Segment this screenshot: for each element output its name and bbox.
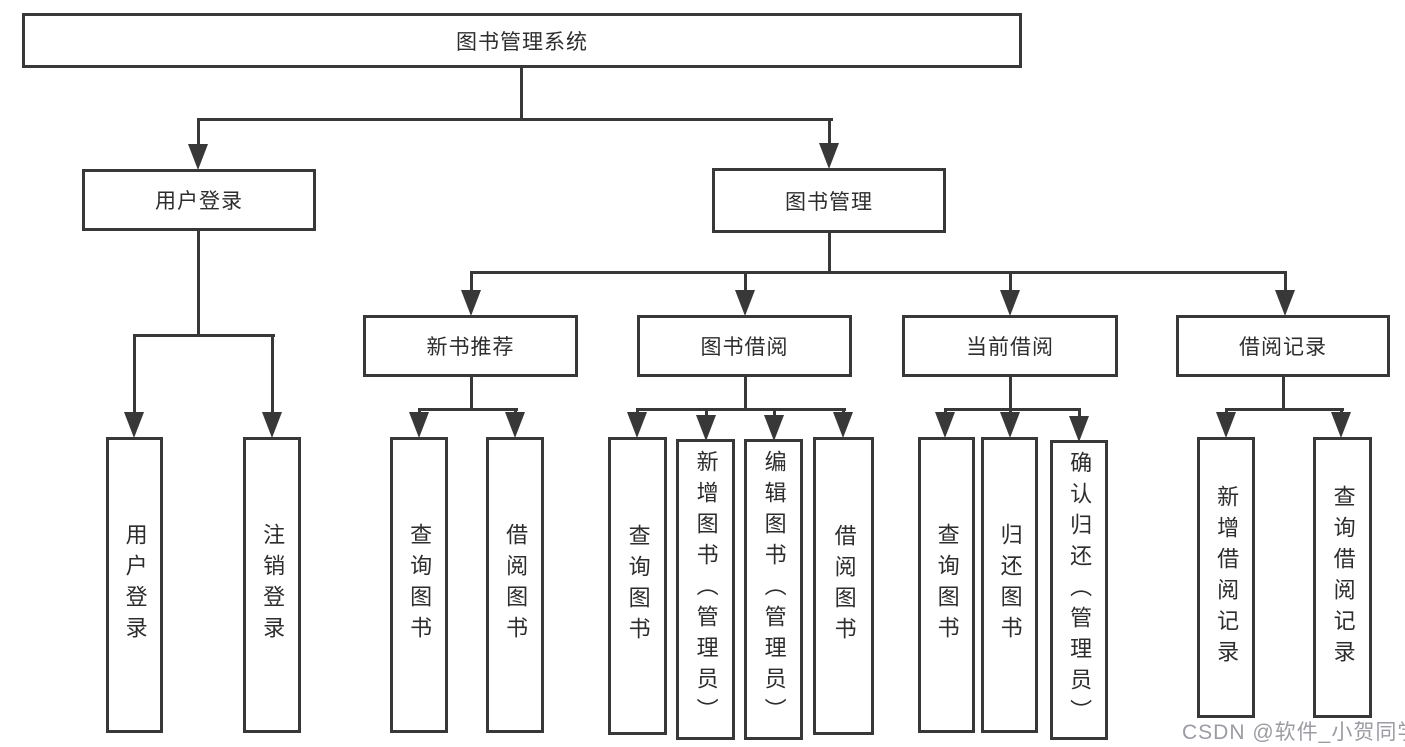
connector-arrowhead [1069,416,1089,442]
node-label: 当前借阅 [966,336,1054,359]
node-user-login: 用户登录 [82,169,316,231]
connector-line [470,375,473,411]
leaf-logout-login: 注销登录 [243,437,301,733]
connector-arrowhead [1275,290,1295,316]
connector-line [1225,408,1344,411]
node-label: 图书管理系统 [456,30,588,54]
node-library-system: 图书管理系统 [22,13,1022,68]
connector-line [1282,375,1285,411]
connector-line [197,118,200,150]
leaf-user-login: 用户登录 [106,437,163,733]
connector-line [133,334,136,414]
connector-line [271,334,274,414]
node-label: 查询借阅记录 [1330,484,1356,671]
leaf-return-books: 归还图书 [981,437,1038,733]
node-label: 新增图书（管理员） [693,450,719,729]
leaf-edit-books-admin: 编辑图书（管理员） [744,439,803,740]
node-label: 图书管理 [785,190,873,214]
connector-arrowhead [1000,412,1020,438]
node-label: 用户登录 [155,190,243,213]
node-label: 借阅图书 [831,524,857,648]
node-label: 借阅记录 [1239,336,1327,359]
node-label: 查询图书 [407,523,433,647]
connector-arrowhead [505,412,525,438]
node-label: 查询图书 [625,524,651,648]
connector-line [1078,408,1081,421]
node-label: 图书借阅 [700,336,789,359]
connector-arrowhead [935,412,955,438]
connector-line [1009,375,1012,411]
node-label: 用户登录 [122,523,148,647]
connector-arrowhead [188,144,208,170]
connector-line [1284,271,1287,293]
watermark: CSDN @软件_小贺同学 [1182,721,1405,744]
connector-line [520,68,523,120]
leaf-add-books-admin: 新增图书（管理员） [676,439,735,740]
leaf-borrow-books-recommend: 借阅图书 [486,437,544,733]
connector-arrowhead [833,412,853,438]
connector-line [944,408,1081,411]
node-borrowing-records: 借阅记录 [1176,315,1390,377]
connector-arrowhead [124,412,144,438]
connector-line [744,271,747,293]
connector-line [705,408,708,420]
connector-arrowhead [735,290,755,316]
leaf-query-books-borrowing: 查询图书 [608,437,667,735]
connector-line [133,334,275,337]
connector-arrowhead [461,290,481,316]
connector-line [470,271,1287,274]
connector-line [418,408,518,411]
leaf-add-borrow-record: 新增借阅记录 [1197,437,1255,718]
node-label: 归还图书 [997,523,1023,647]
connector-arrowhead [1000,290,1020,316]
connector-line [197,229,200,336]
node-label: 确认归还（管理员） [1067,450,1093,730]
node-label: 编辑图书（管理员） [761,450,787,729]
node-label: 新书推荐 [426,336,515,359]
node-current-borrowing: 当前借阅 [902,315,1118,377]
connector-arrowhead [819,143,839,169]
connector-arrowhead [1331,412,1351,438]
node-label: 借阅图书 [503,523,529,647]
leaf-query-borrow-record: 查询借阅记录 [1313,437,1372,718]
connector-arrowhead [764,415,784,441]
connector-line [773,408,776,420]
connector-arrowhead [696,415,716,441]
node-new-book-recommend: 新书推荐 [363,315,578,377]
connector-line [636,408,846,411]
node-book-borrowing: 图书借阅 [637,315,852,377]
leaf-query-books-current: 查询图书 [918,437,975,733]
node-book-management: 图书管理 [712,168,946,233]
connector-line [1009,271,1012,293]
node-label: 新增借阅记录 [1214,484,1240,671]
node-label: 注销登录 [260,523,286,647]
leaf-confirm-return-admin: 确认归还（管理员） [1050,440,1108,740]
connector-arrowhead [262,412,282,438]
connector-arrowhead [627,412,647,438]
leaf-borrow-books-borrowing: 借阅图书 [813,437,874,735]
connector-line [470,271,473,293]
connector-line [828,118,831,149]
connector-line [828,231,831,274]
connector-line [744,375,747,411]
connector-arrowhead [1216,412,1236,438]
node-label: 查询图书 [934,523,960,647]
connector-line [197,118,833,121]
leaf-query-books-recommend: 查询图书 [390,437,448,733]
connector-arrowhead [409,412,429,438]
